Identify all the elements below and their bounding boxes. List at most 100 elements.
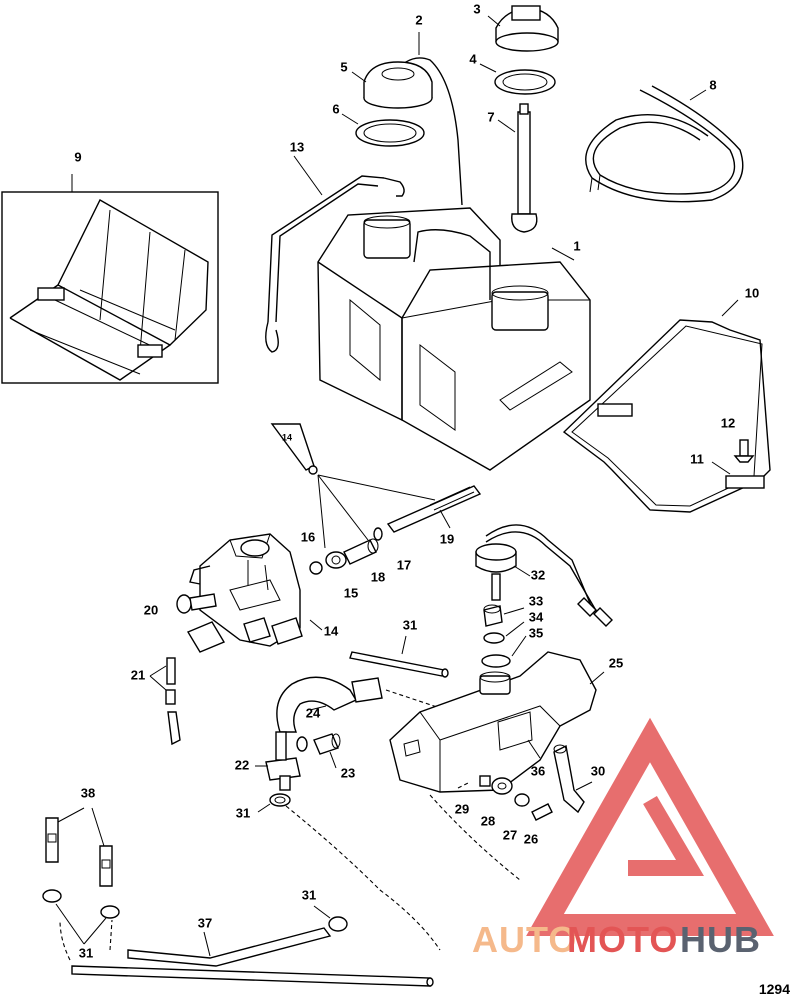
part-10-bracket [562,319,771,513]
leader-23 [329,751,337,769]
callout-22: 22 [235,757,249,772]
leader-21-b [149,675,167,691]
callout-5: 5 [340,59,347,74]
part-12-screw [733,439,755,463]
leader-6 [341,113,359,125]
callout-19: 19 [440,531,454,546]
part-30-elbow [553,744,585,814]
leader-13 [293,155,323,196]
callout-8: 8 [709,77,716,92]
watermark-text-moto: MOTO [567,919,678,960]
part-34-washer [483,632,505,644]
leader-34 [505,621,525,637]
leader-14 [309,619,323,631]
part-32-sender [475,524,613,627]
callout-38: 38 [81,785,95,800]
callout-33: 33 [529,593,543,608]
callout-21: 21 [131,667,145,682]
callout-23: 23 [341,765,355,780]
automotohub-watermark-logo [526,717,774,936]
part-29-plug [479,775,491,787]
part-27-washer [514,793,530,807]
callout-16: 16 [301,529,315,544]
part-31-tie-strap [349,651,449,678]
callout-31-mid: 31 [236,805,250,820]
leader-38-b [91,807,105,847]
leader-31-left-a [55,903,85,945]
callout-35: 35 [529,625,543,640]
leader-10 [721,299,739,317]
part-18-bushing [343,538,379,565]
callout-11: 11 [690,451,704,466]
watermark-text-auto: AUTO [472,919,577,960]
leader-31-right [313,905,331,919]
callout-10: 10 [745,285,759,300]
part-19-pin [386,485,482,533]
dashed-link-24 [385,689,441,709]
part-24-hose [276,676,383,733]
callout-36: 36 [531,763,545,778]
part-5-cap [363,61,433,109]
part-31-clamp-mid [269,793,291,807]
leader-21-a [149,665,167,677]
part-13-strap [265,175,405,353]
watermark-text-hub: HUB [680,919,761,960]
callout-28: 28 [481,813,495,828]
callout-34: 34 [529,609,544,624]
leader-14-a [317,474,326,549]
callout-24: 24 [306,705,321,720]
leader-11 [711,461,731,475]
callout-18: 18 [371,569,385,584]
part-14-pump [186,533,303,653]
part-37-hose-assembly [71,927,434,987]
callout-12: 12 [721,415,735,430]
part-22-tee [265,731,308,791]
callout-31-right: 31 [302,887,316,902]
leader-30 [575,781,593,791]
callout-6: 6 [332,101,339,116]
callout-1: 1 [573,238,580,253]
part-25-reservoir [389,651,597,793]
part-21-fittings [165,657,181,746]
part-9-basket [1,191,219,384]
callout-32: 32 [531,567,545,582]
leader-8 [689,89,707,101]
leader-14-c [317,474,436,501]
leader-33 [503,607,525,615]
callout-15: 15 [344,585,358,600]
callout-30: 30 [591,763,605,778]
leader-31-mid [257,803,271,813]
part-8-hose [585,85,744,203]
callout-20: 20 [144,602,158,617]
part-38-fittings [45,817,113,887]
leader-1 [551,247,575,261]
callout-9: 9 [74,149,81,164]
callout-27: 27 [503,827,517,842]
part-15-washer [325,551,347,569]
callout-31-left: 31 [79,945,93,960]
part-7-pickup-tube [511,103,538,233]
callout-37: 37 [198,915,212,930]
leader-19 [439,509,451,529]
leader-25 [589,671,605,685]
callout-14-tube: 14 [282,432,292,442]
part-6-seal [355,119,425,147]
part-33-bushing [483,604,503,627]
leader-31-top [401,635,407,655]
leader-3 [487,15,501,27]
leader-24 [309,705,327,711]
leader-14-b [317,474,369,541]
leader-31-left-b [83,917,107,945]
dashed-link-29 [457,781,471,789]
leader-36 [527,739,541,759]
part-1-tank [317,207,591,471]
part-3-sender-cap [495,5,559,52]
callout-17: 17 [397,557,411,572]
callout-31-top: 31 [403,617,417,632]
part-31-clamp-left [42,889,120,919]
part-31-clamp-right [328,916,348,932]
callout-29: 29 [455,801,469,816]
callout-7: 7 [487,109,494,124]
